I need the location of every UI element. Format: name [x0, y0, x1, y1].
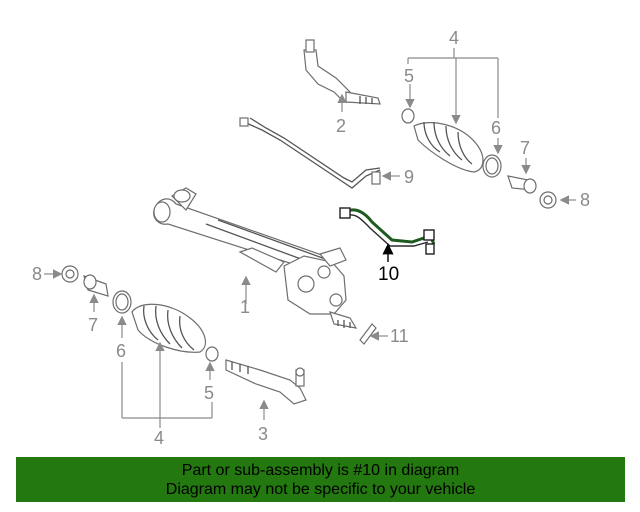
- callout-6-top: 6: [491, 118, 501, 138]
- boot-clamp-upper: [401, 108, 415, 124]
- boot-clamp-ring-lower: [112, 290, 132, 314]
- outer-tie-rod-end-upper: [303, 39, 381, 105]
- callout-10: 10: [378, 264, 399, 285]
- callout-7-bottom: 7: [88, 315, 98, 335]
- seal-ring-lower: [61, 265, 79, 283]
- bellows-boot-lower: [131, 303, 207, 353]
- callout-8-left: 8: [32, 264, 42, 284]
- outer-tie-rod-end-lower: [225, 359, 307, 405]
- callout-6-bottom: 6: [116, 341, 126, 361]
- callout-3: 3: [258, 424, 268, 444]
- inner-tie-rod-lower: [83, 274, 109, 297]
- callout-5-bottom: 5: [204, 383, 214, 403]
- callout-9: 9: [404, 167, 414, 187]
- callout-4-bottom: 4: [154, 428, 164, 448]
- boot-clamp-lower: [205, 346, 219, 362]
- callout-7-top: 7: [520, 138, 530, 158]
- callout-5-top: 5: [404, 66, 414, 86]
- seal-ring-upper: [539, 191, 557, 209]
- callout-2: 2: [336, 116, 346, 136]
- bellows-boot-upper: [413, 121, 484, 173]
- retaining-clip: [359, 323, 377, 345]
- callout-4-top: 4: [449, 28, 459, 48]
- steering-gear-parts-diagram: 2 9 4 5 6 7 8: [32, 28, 590, 448]
- callout-8-right: 8: [580, 190, 590, 210]
- steering-gear-rack-housing: [153, 187, 358, 329]
- inner-tie-rod-upper: [507, 175, 537, 194]
- callout-11: 11: [390, 326, 409, 346]
- callout-1: 1: [240, 297, 250, 317]
- banner-line-1: Part or sub-assembly is #10 in diagram: [181, 462, 460, 479]
- banner-line-2: Diagram may not be specific to your vehi…: [165, 481, 476, 498]
- info-banner: Part or sub-assembly is #10 in diagram D…: [16, 457, 625, 502]
- fluid-transfer-line: [239, 117, 381, 189]
- pressure-hose-highlighted: [339, 207, 436, 255]
- boot-clamp-ring-upper: [482, 154, 502, 178]
